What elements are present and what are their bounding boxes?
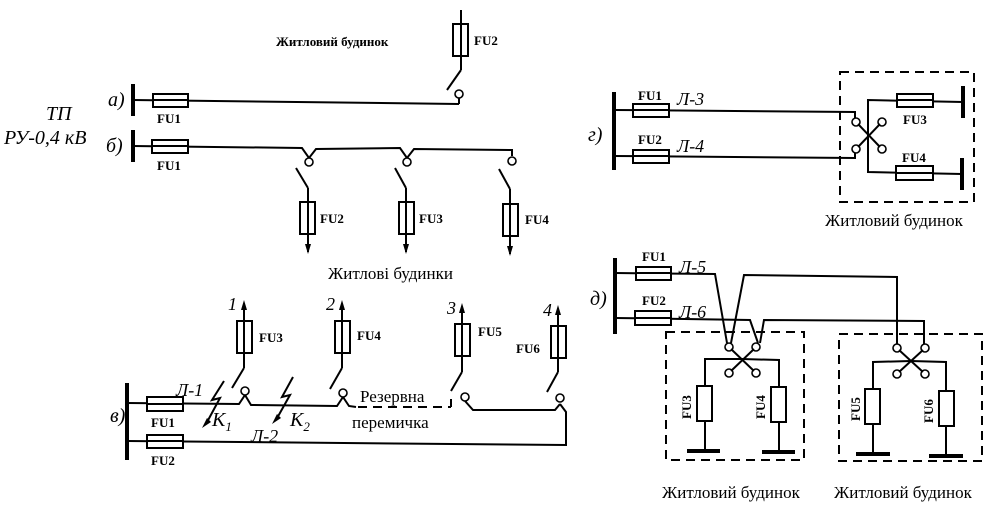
feeder-line [132, 145, 513, 160]
jumper-label-2: перемичка [352, 413, 429, 432]
fuse-fu1-label: FU1 [157, 158, 181, 173]
arrow-up-icon [339, 300, 345, 310]
consumer-2-label: 2 [326, 294, 335, 314]
consumer-3-label: 3 [446, 298, 456, 318]
fault-k1-label: K1 [211, 409, 232, 434]
scheme-a: а) FU1 FU2 Житловий будинок [108, 10, 498, 126]
fuse-fu4-label: FU4 [357, 328, 381, 343]
switch-blade [231, 367, 245, 389]
fuse-fu1-label: FU1 [642, 249, 666, 264]
line-l4-label: Л-4 [676, 136, 704, 156]
line-l5-tap [730, 273, 898, 346]
house-caption: Житловий будинок [276, 34, 389, 49]
line-l1-label: Л-1 [175, 380, 203, 400]
line-l5-label: Л-5 [678, 257, 706, 277]
fuse-fu3-label: FU3 [259, 330, 283, 345]
switch-contact [454, 89, 464, 99]
switch-contact [555, 393, 565, 403]
arrow-down-icon [305, 244, 311, 254]
fuse-fu6 [938, 390, 955, 427]
arrow-up-icon [459, 303, 465, 313]
ru-label: РУ-0,4 кВ [3, 127, 87, 149]
line-l2 [126, 403, 567, 447]
scheme-g: г) FU1 FU2 Л-3 Л-4 FU3 FU4 Житловий буди… [588, 71, 975, 230]
house-boundary [839, 71, 975, 203]
switch-contact [507, 156, 517, 166]
arrow-icon [202, 418, 211, 428]
line-segment-3-4 [464, 400, 561, 411]
fuse-fu4-label: FU4 [525, 212, 549, 227]
fuse-fu2-label: FU2 [474, 33, 498, 48]
scheme-v-tag: в) [110, 405, 126, 427]
fuse-fu2-label: FU2 [638, 132, 662, 147]
fault-k1-icon [205, 380, 225, 425]
switch-contact [460, 392, 470, 402]
line-l2-label: Л-2 [250, 426, 278, 446]
fuse-fu2-label: FU2 [320, 211, 344, 226]
fuse-fu4-label: FU4 [902, 150, 926, 165]
houses-caption: Житлові будинки [328, 264, 453, 283]
switch-contact [338, 388, 348, 398]
switch-blade [394, 167, 407, 189]
arrow-down-icon [507, 246, 513, 256]
line-l3 [613, 109, 856, 118]
fuse-fu3-label: FU3 [903, 112, 927, 127]
switch-contact [304, 157, 314, 167]
fuse-fu2-label: FU2 [151, 453, 175, 468]
scheme-d-tag: д) [590, 288, 607, 310]
fault-k2-label: K2 [289, 409, 310, 434]
switch-blade [329, 367, 343, 390]
consumer-1-label: 1 [228, 294, 237, 314]
fuse-fu4 [770, 386, 787, 423]
fuse-fu5 [864, 388, 881, 425]
scheme-g-tag: г) [588, 124, 603, 146]
fuse-fu6-label: FU6 [921, 399, 936, 423]
line-l3-label: Л-3 [676, 89, 704, 109]
arrow-icon [272, 414, 281, 424]
source-label: ТП РУ-0,4 кВ [3, 103, 87, 149]
fuse-fu6-label: FU6 [516, 341, 540, 356]
arrow-down-icon [403, 244, 409, 254]
fuse-fu4-label: FU4 [753, 395, 768, 419]
scheme-b-tag: б) [106, 135, 123, 157]
tp-label: ТП [46, 103, 73, 125]
line-l6-label: Л-6 [678, 302, 706, 322]
scheme-d: д) FU1 FU2 Л-5 Л-6 FU3 FU4 [590, 249, 983, 502]
arrow-up-icon [241, 300, 247, 310]
fuse-fu5-label: FU5 [478, 324, 502, 339]
scheme-a-tag: а) [108, 89, 125, 111]
fuse-fu3-label: FU3 [419, 211, 443, 226]
fuse-fu1-label: FU1 [157, 111, 181, 126]
house-1-caption: Житловий будинок [662, 483, 801, 502]
house-1-boundary [665, 331, 805, 461]
fuse-fu1-label: FU1 [151, 415, 175, 430]
line-l4 [613, 152, 856, 160]
switch-blade [498, 168, 511, 190]
scheme-v: в) FU1 FU2 Л-1 Л-2 K1 K2 [110, 294, 567, 468]
fuse-fu1-label: FU1 [638, 88, 662, 103]
line-l1 [126, 393, 357, 408]
switch-contact [402, 157, 412, 167]
house-caption: Житловий будинок [825, 211, 964, 230]
switch-blade [450, 371, 463, 392]
scheme-b: б) FU1 FU2 FU3 FU4 Житлові будинки [106, 130, 549, 283]
switch-contact [240, 386, 250, 396]
house-2-caption: Житловий будинок [834, 483, 973, 502]
arrow-up-icon [555, 305, 561, 315]
consumer-4-label: 4 [543, 300, 552, 320]
switch-blade [295, 167, 309, 189]
fuse-fu2-label: FU2 [642, 293, 666, 308]
fuse-fu3 [696, 385, 713, 422]
fuse-fu5-label: FU5 [848, 397, 863, 421]
fuse-fu3-label: FU3 [679, 395, 694, 419]
jumper-label-1: Резервна [360, 387, 425, 406]
fault-k2-icon [275, 376, 294, 421]
switch-blade [546, 371, 559, 393]
switch-blade [446, 69, 462, 91]
